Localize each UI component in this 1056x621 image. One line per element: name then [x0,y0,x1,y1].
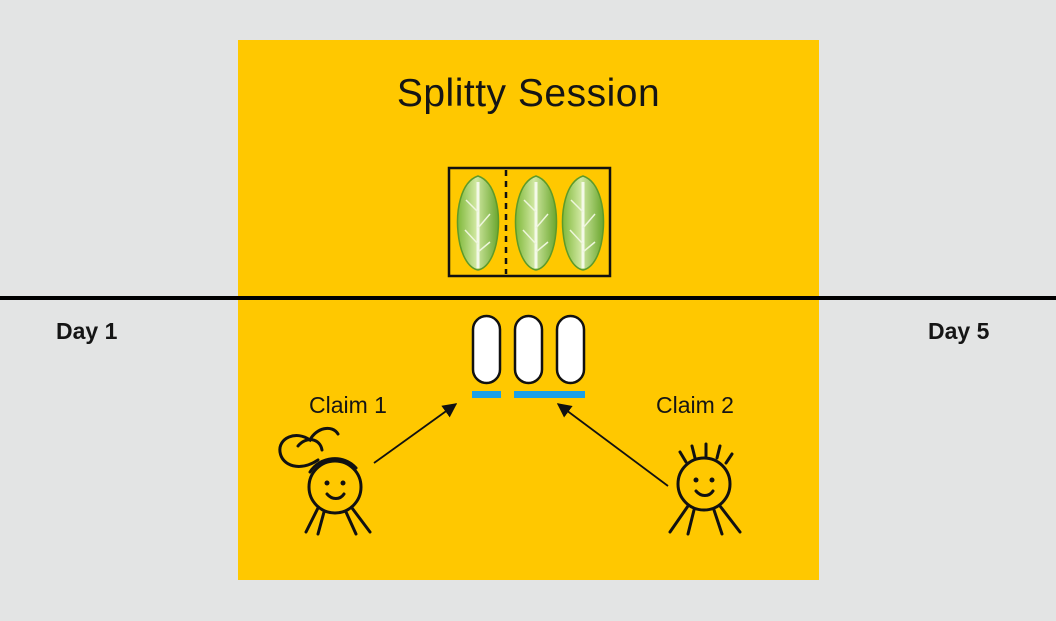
person-2-smile [694,489,715,497]
person-1-head [307,459,363,515]
lettuce-group [456,174,605,272]
timeline-end-label: Day 5 [928,318,990,344]
claim-bar-group [472,391,585,398]
lettuce-icon [561,174,605,272]
slot-pill [555,314,586,385]
claim-1-label: Claim 1 [309,392,387,418]
lettuce-icon [514,174,558,272]
person-1-arm-left [304,506,320,534]
slot-pill [471,314,502,385]
hair-curl [296,438,324,452]
person-1-eye-left [324,480,330,486]
product-box-outline [447,166,612,278]
spiky-hair [678,442,734,465]
person-1-leg-left [316,510,326,536]
lettuce-icon [456,174,500,272]
person-1-smile [325,492,346,500]
person-2-icon [668,442,742,536]
slot-group [471,314,586,385]
slot-pill [513,314,544,385]
timeline-start-label: Day 1 [56,318,118,344]
person-2-leg-right [712,508,724,536]
person-2-arm-right [718,504,742,534]
ponytail-hair [278,426,340,468]
claim-2-arrow [556,403,669,487]
person-1-leg-right [344,510,358,536]
person-2-leg-left [686,508,696,536]
person-2-eye-right [709,477,715,483]
person-1-eye-right [340,480,346,486]
person-1-arm-right [350,506,372,534]
claim-1-arrow [373,403,458,464]
product-box [447,166,612,278]
person-2-arm-left [668,504,690,534]
bangs [308,457,358,474]
person-1-icon [278,426,372,536]
diagram-title: Splitty Session [396,72,661,115]
person-2-eye-left [693,477,699,483]
claim-2-label: Claim 2 [656,392,734,418]
claim-1-bar [472,391,501,398]
person-2-head [676,456,732,512]
claim-2-bar [514,391,585,398]
